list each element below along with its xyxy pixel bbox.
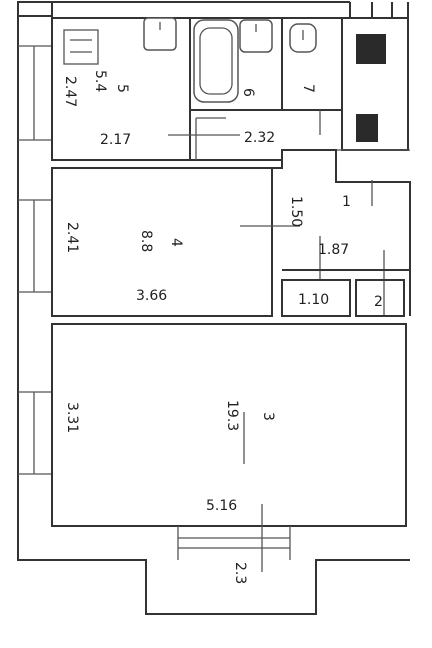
room-3-number: 3 bbox=[260, 412, 276, 421]
ventilation-column bbox=[356, 34, 386, 64]
dim-hall-width: 1.87 bbox=[318, 242, 349, 258]
dim-room5-width: 2.17 bbox=[100, 132, 131, 148]
room-4-number: 4 bbox=[168, 238, 184, 247]
bathtub-icon bbox=[193, 19, 239, 103]
corridor bbox=[168, 110, 321, 161]
dim-room3-width: 5.16 bbox=[206, 498, 237, 514]
room-3 bbox=[51, 323, 407, 527]
room-4 bbox=[51, 167, 273, 317]
room-7-number: 7 bbox=[300, 84, 316, 93]
dim-closet-width: 1.10 bbox=[298, 292, 329, 308]
stove-icon bbox=[63, 29, 99, 65]
kitchen-sink-icon bbox=[143, 17, 177, 51]
window-left-top bbox=[18, 45, 53, 141]
room-6-number: 6 bbox=[240, 88, 256, 97]
hall bbox=[272, 149, 411, 316]
room-5-number: 5 bbox=[114, 84, 130, 93]
dim-room5-height: 2.47 bbox=[62, 76, 78, 107]
window-left-middle bbox=[18, 199, 53, 293]
dim-balcony-depth: 2.3 bbox=[232, 562, 248, 584]
ventilation-column-2 bbox=[356, 114, 378, 142]
room-4-area: 8.8 bbox=[138, 230, 154, 252]
toilet-icon bbox=[289, 23, 317, 53]
room-2-number: 2 bbox=[374, 294, 383, 310]
dim-corridor-width: 2.32 bbox=[244, 130, 275, 146]
room-1 bbox=[281, 279, 351, 317]
balcony-door bbox=[177, 504, 291, 572]
dim-room4-height: 2.41 bbox=[64, 222, 80, 253]
room-3-area: 19.3 bbox=[224, 400, 240, 431]
window-left-bottom bbox=[18, 391, 53, 475]
room-2 bbox=[355, 279, 405, 317]
dim-hall-depth: 1.50 bbox=[288, 196, 304, 227]
sink-icon bbox=[239, 19, 273, 53]
dim-room3-height: 3.31 bbox=[64, 402, 80, 433]
dim-room4-width: 3.66 bbox=[136, 288, 167, 304]
room-5-area: 5.4 bbox=[92, 70, 108, 92]
room-1-number: 1 bbox=[342, 194, 351, 210]
